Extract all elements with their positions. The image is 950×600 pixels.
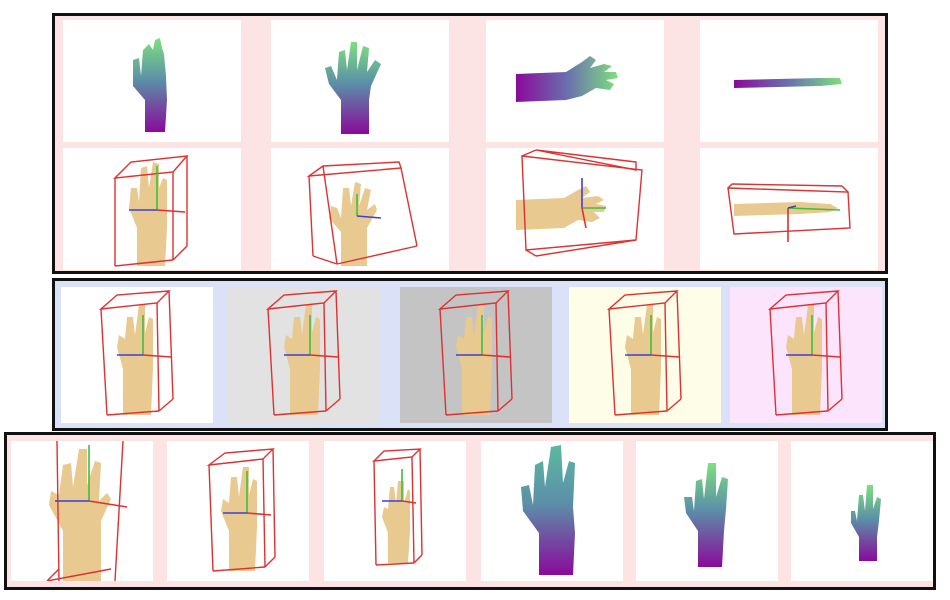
panel-scale-variation: [4, 432, 936, 590]
pose-box-horizontal: [516, 149, 643, 257]
panel-viewpoint-variation: [52, 13, 888, 274]
depth-hand-spread-cell: [271, 20, 449, 142]
pose-box-upright: [113, 155, 189, 267]
pose-box-side-cell: [700, 148, 878, 270]
panel-background-variation: [52, 278, 888, 431]
pose-box-bg-cream: [606, 290, 682, 416]
pose-box-spread-cell: [271, 148, 449, 270]
scale-depth-small: [851, 485, 881, 561]
scale-box-medium-cell: [167, 441, 309, 581]
bg-darkgray-cell: [400, 287, 552, 423]
pose-box-bg-pink: [767, 290, 843, 416]
bg-lightgray-cell: [228, 287, 380, 423]
scale-box-small-cell: [324, 441, 466, 581]
scale-depth-large: [521, 445, 575, 575]
depth-hand-spread: [325, 42, 381, 134]
scale-box-medium: [206, 448, 276, 572]
depth-hand-horizontal: [516, 56, 618, 102]
scale-box-small: [372, 448, 423, 566]
scale-box-large-cell: [11, 441, 153, 581]
scale-depth-medium: [684, 463, 728, 567]
depth-hand-upright-cell: [63, 20, 241, 142]
depth-hand-side: [734, 78, 842, 88]
pose-box-upright-cell: [63, 148, 241, 270]
bg-cream-cell: [569, 287, 721, 423]
pose-box-bg-lightgray: [265, 290, 341, 416]
scale-depth-medium-cell: [636, 441, 778, 581]
depth-hand-upright: [133, 38, 167, 132]
depth-hand-horizontal-cell: [486, 20, 664, 142]
scale-depth-small-cell: [791, 441, 933, 581]
depth-hand-side-cell: [700, 20, 878, 142]
pose-box-bg-darkgray: [437, 290, 513, 416]
bg-white-cell: [61, 287, 213, 423]
scale-box-large: [46, 441, 128, 581]
bg-pink-cell: [730, 287, 882, 423]
pose-box-spread: [306, 161, 418, 266]
scale-depth-large-cell: [481, 441, 623, 581]
pose-box-bg-white: [98, 290, 174, 416]
pose-box-horizontal-cell: [486, 148, 664, 270]
pose-box-side: [727, 183, 851, 242]
